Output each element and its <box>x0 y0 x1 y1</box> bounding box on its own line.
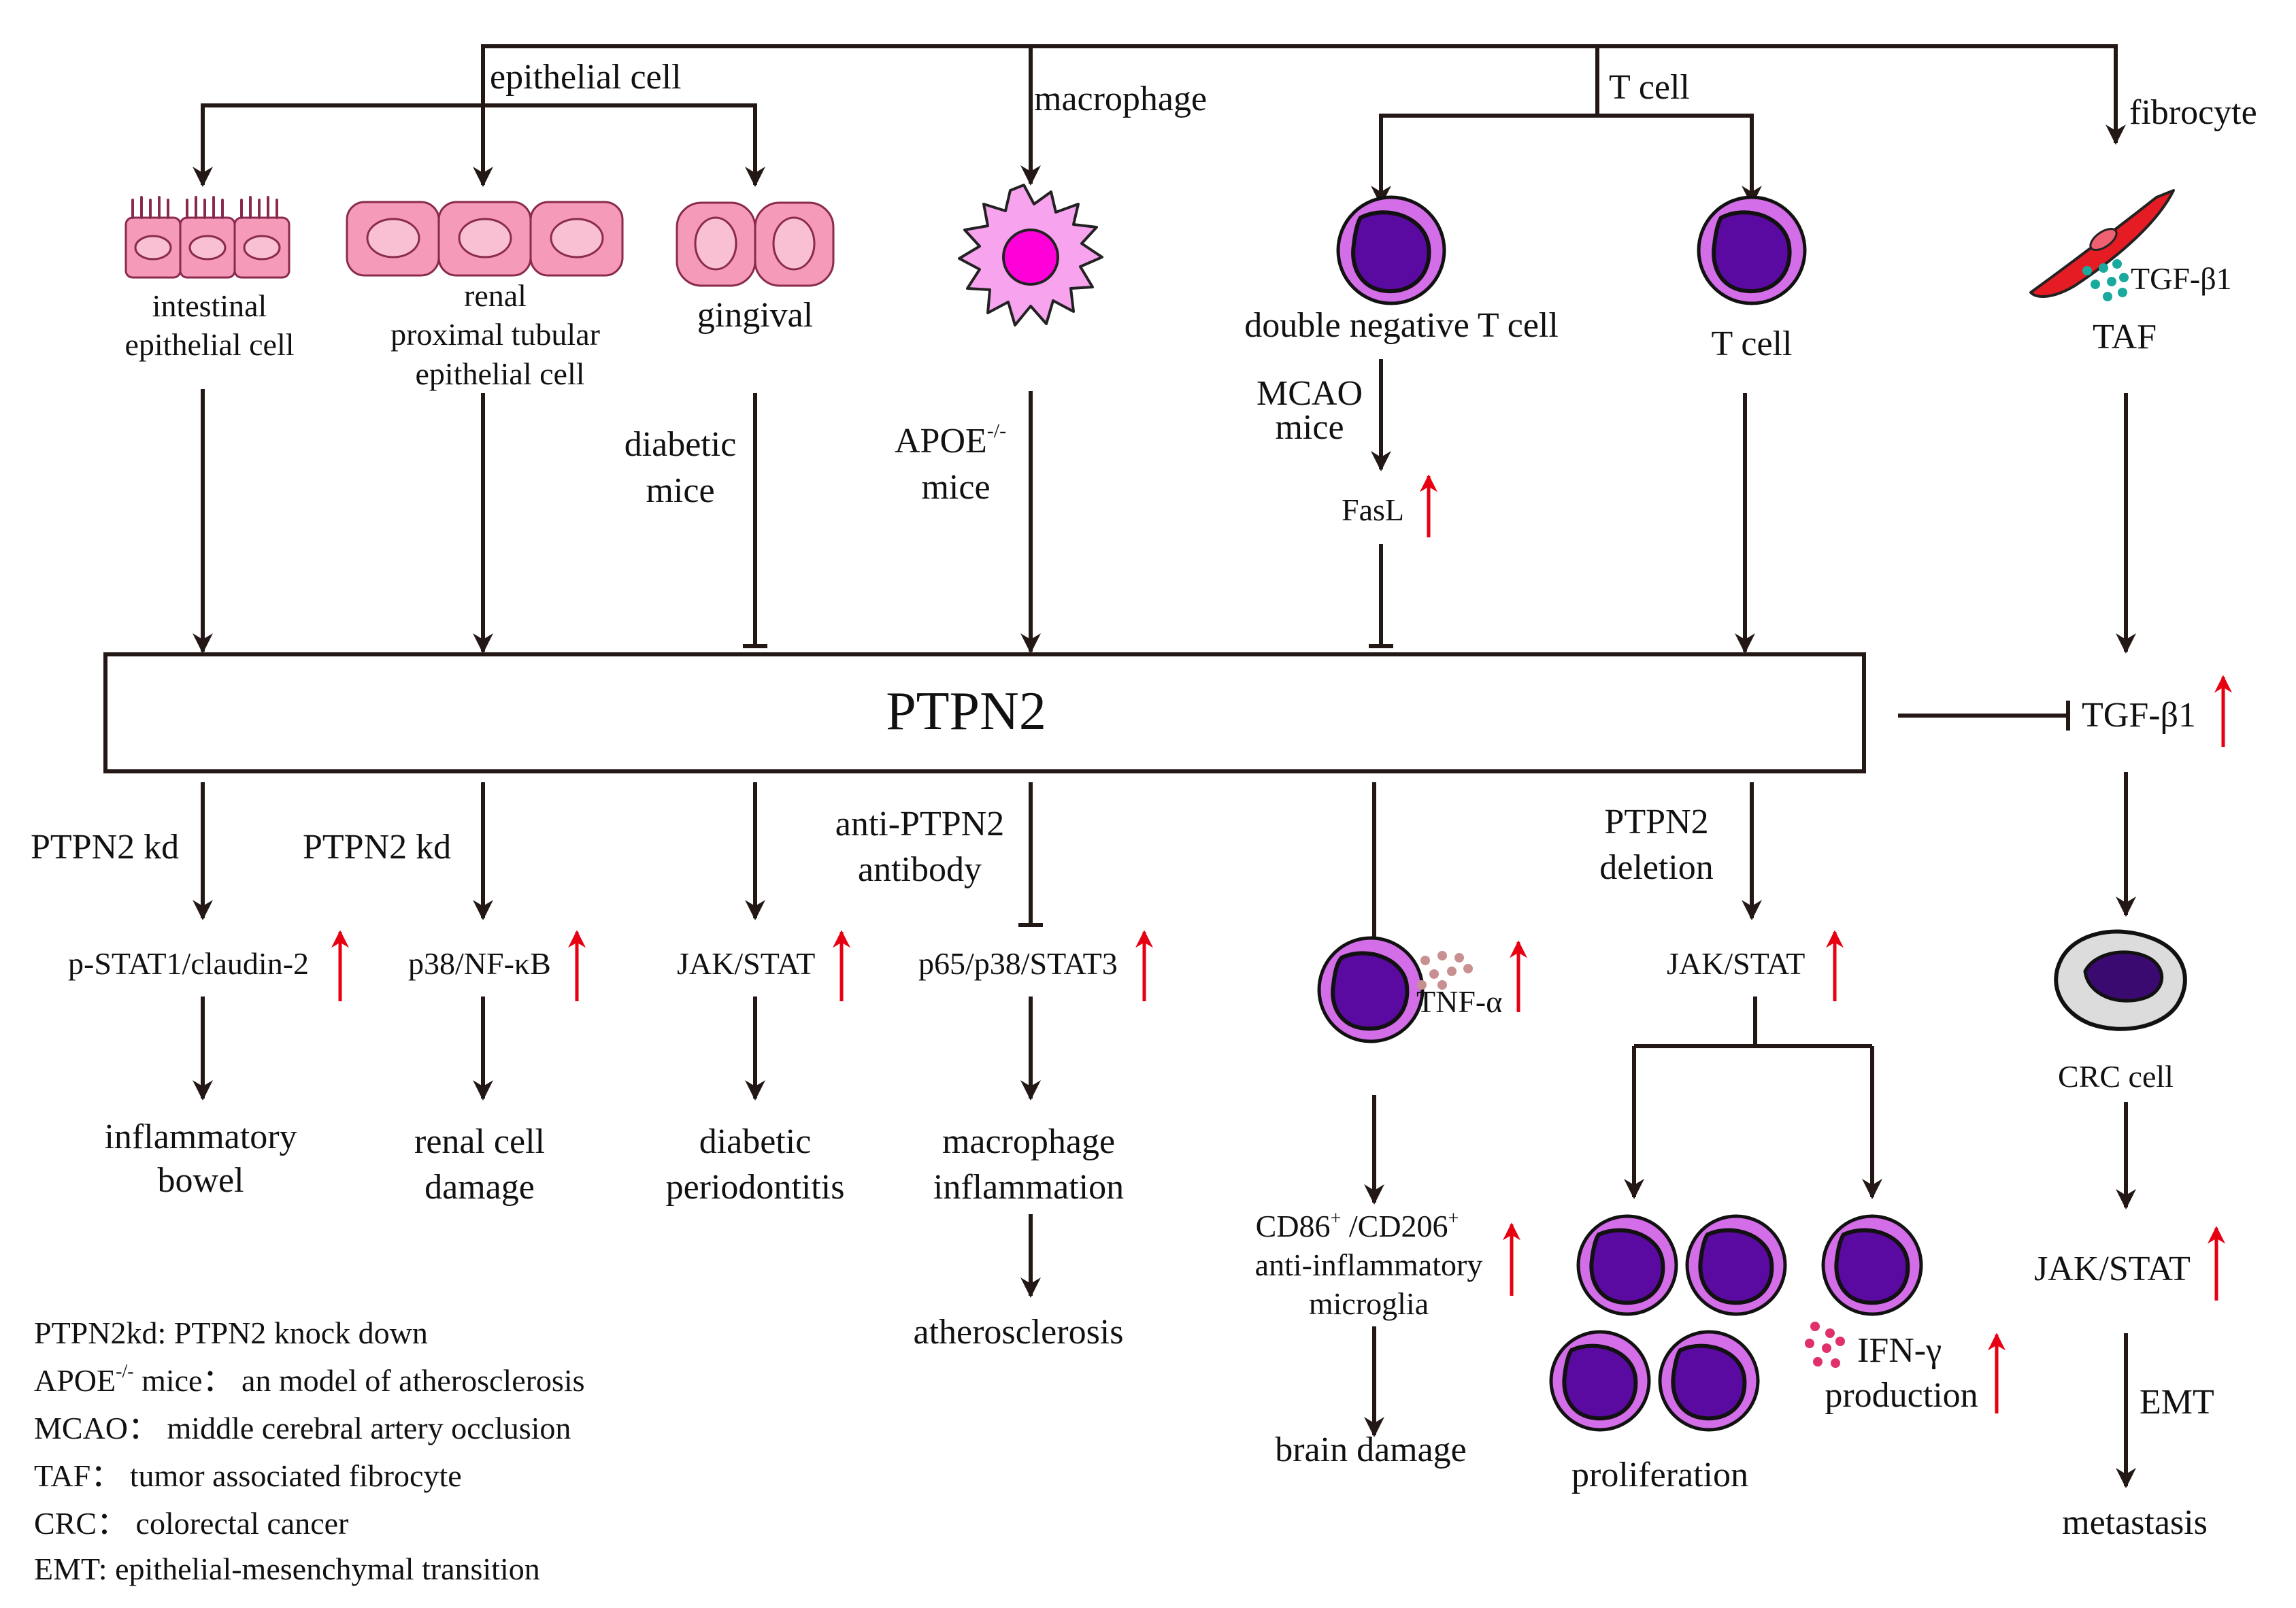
renal-epithelium-icon <box>346 201 624 277</box>
mcao-mice-label-2: mice <box>1275 408 1344 447</box>
legend: PTPN2kd: PTPN2 knock down APOE-/- mice： … <box>34 1316 585 1586</box>
microglia-label-1: anti-inflammatory <box>1255 1247 1483 1282</box>
crc-cell-label: CRC cell <box>2058 1059 2174 1094</box>
deletion-label-2: deletion <box>1599 848 1714 887</box>
ifn-label-2: production <box>1825 1376 1978 1415</box>
jak2-split-lines <box>1634 996 1872 1048</box>
legend-line-3: MCAO： middle cerebral artery occlusion <box>34 1411 571 1445</box>
legend-line-6: EMT: epithelial-mesenchymal transition <box>34 1552 540 1586</box>
fibrocyte-label: fibrocyte <box>2129 93 2257 132</box>
t-cell-icon <box>1697 195 1807 305</box>
perio-label-2: periodontitis <box>666 1168 845 1207</box>
fasl-inhibit-ptpn2 <box>1369 544 1393 648</box>
apoe-mice-label: APOE-/- <box>895 420 1006 460</box>
legend-line-5: CRC： colorectal cancer <box>34 1506 348 1541</box>
kd1-label: PTPN2 kd <box>31 828 179 867</box>
ibd-label-1: inflammatory <box>104 1118 297 1156</box>
diabetic-mice-label-2: mice <box>646 471 714 510</box>
fibrocyte-branch <box>481 44 2126 145</box>
jak1-label: JAK/STAT <box>677 946 815 981</box>
microglia-label-2: microglia <box>1309 1286 1429 1321</box>
epithelial-cell-label: epithelial cell <box>490 58 682 97</box>
kd2-label: PTPN2 kd <box>303 828 451 867</box>
gingival-inhibit-ptpn2 <box>743 393 767 648</box>
perio-label-1: diabetic <box>699 1122 812 1161</box>
diabetic-mice-label-1: diabetic <box>625 425 737 464</box>
tgf-dots <box>2082 259 2129 301</box>
renal-label-3: epithelial cell <box>415 356 584 391</box>
athero-label: atherosclerosis <box>913 1313 1123 1352</box>
ptpn2-box <box>103 652 1866 773</box>
top-branch-lines <box>193 44 2126 206</box>
microglia-cell-icon <box>1317 936 1425 1043</box>
emt-label: EMT <box>2140 1383 2214 1422</box>
tcell-split <box>1379 114 1754 170</box>
intestinal-label-2: epithelial cell <box>124 327 294 362</box>
p65-label: p65/p38/STAT3 <box>918 946 1118 981</box>
renal-damage-label-1: renal cell <box>414 1122 545 1161</box>
tgf-beta1-label: TGF-β1 <box>2082 696 2196 735</box>
ptpn2-inhibit-tgf <box>1898 701 2070 731</box>
proliferation-label: proliferation <box>1571 1456 1748 1494</box>
metastasis-label: metastasis <box>2062 1503 2208 1542</box>
macrophage-label: macrophage <box>1034 80 1207 118</box>
mcao-mice-label-1: MCAO <box>1257 374 1363 413</box>
ptpn2-title: PTPN2 <box>886 682 1046 741</box>
taf-label: TAF <box>2093 318 2157 356</box>
intestinal-epithelium-icon <box>124 196 290 279</box>
ifn-label-1: IFN-γ <box>1857 1331 1942 1370</box>
t-cell-label: T cell <box>1712 324 1793 363</box>
fasl-label: FasL <box>1342 492 1404 527</box>
macro-inflam-label-2: inflammation <box>933 1168 1124 1207</box>
dnt-label: double negative T cell <box>1244 306 1559 345</box>
intestinal-label-1: intestinal <box>152 288 267 323</box>
fibrocyte-icon <box>2029 189 2175 298</box>
gingival-epithelium-icon <box>676 201 835 287</box>
antibody-label-1: anti-PTPN2 <box>835 805 1004 843</box>
antibody-inhibit <box>1018 782 1043 927</box>
crc-cell-icon <box>2054 929 2187 1031</box>
brain-damage-label: brain damage <box>1275 1430 1467 1469</box>
cd86-label: CD86+ /CD206+ <box>1256 1208 1459 1243</box>
renal-label-1: renal <box>464 278 527 313</box>
tnf-dots <box>1417 951 1473 990</box>
p38nfkb-label: p38/NF-κB <box>408 946 551 981</box>
gingival-label: gingival <box>697 296 813 335</box>
ibd-label-2: bowel <box>157 1161 244 1200</box>
epithelial-split <box>201 103 757 160</box>
renal-label-2: proximal tubular <box>390 317 600 352</box>
double-negative-t-cell-icon <box>1336 195 1446 305</box>
deletion-label-1: PTPN2 <box>1604 803 1708 841</box>
antibody-label-2: antibody <box>858 850 982 889</box>
macrophage-icon <box>958 184 1103 326</box>
ifn-dots <box>1805 1322 1845 1368</box>
pstat-label: p-STAT1/claudin-2 <box>68 946 309 981</box>
apoe-mice-label-2: mice <box>921 468 990 507</box>
jak2-label: JAK/STAT <box>1667 946 1805 981</box>
legend-line-1: PTPN2kd: PTPN2 knock down <box>34 1316 428 1350</box>
renal-damage-label-2: damage <box>425 1168 535 1207</box>
tnf-label: TNF-α <box>1416 984 1502 1019</box>
legend-line-2: APOE-/- mice： an model of atherosclerosi… <box>34 1361 585 1398</box>
macro-inflam-label-1: macrophage <box>942 1122 1115 1161</box>
t-cell-group-label: T cell <box>1609 68 1690 107</box>
right-jakstat-label: JAK/STAT <box>2034 1250 2191 1288</box>
ptpn2-inhibit-microglia <box>1362 782 1386 961</box>
proliferation-cells-icon <box>1549 1214 1787 1432</box>
legend-line-4: TAF： tumor associated fibrocyte <box>34 1458 462 1493</box>
tgf-beta1-small-label: TGF-β1 <box>2131 261 2232 296</box>
ifn-cell-icon <box>1821 1214 1923 1316</box>
